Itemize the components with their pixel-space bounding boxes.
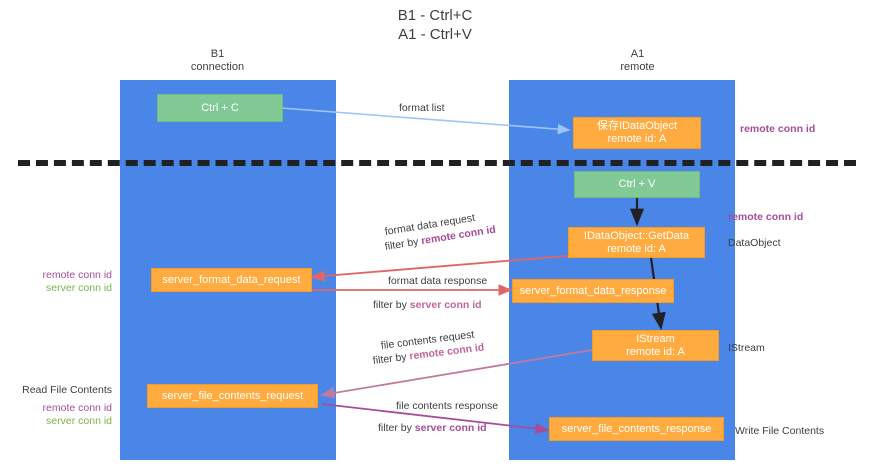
node-save-idataobject[interactable]: 保存IDataObject remote id: A — [573, 117, 701, 149]
annotation-left-conn-ids-2: remote conn id server conn id — [0, 402, 112, 428]
column-header-b1-sub: connection — [190, 61, 245, 73]
annotation-right-istream-text: IStream — [728, 342, 765, 354]
edge-label-format-data-response-filter: filter by server conn id — [373, 299, 482, 312]
node-ctrl-v[interactable]: Ctrl + V — [574, 171, 700, 198]
node-server-format-data-response[interactable]: server_format_data_response — [512, 279, 674, 303]
annotation-right-remote-conn-id-top: remote conn id — [740, 123, 815, 136]
node-ctrl-c-label: Ctrl + C — [201, 101, 239, 114]
node-server-file-contents-request-label: server_file_contents_request — [161, 389, 304, 402]
diagram-title-line1: B1 - Ctrl+C — [397, 7, 473, 24]
node-ctrl-c[interactable]: Ctrl + C — [157, 94, 283, 122]
node-istream-label: IStream — [636, 332, 675, 345]
annotation-left-server-conn-id: server conn id — [46, 282, 112, 294]
edge-label-file-contents-response-text: file contents response — [396, 400, 499, 412]
node-idataobject-getdata-label: IDataObject::GetData — [583, 229, 690, 242]
node-save-idataobject-remote-id: remote id: A — [607, 133, 667, 145]
edge-label-format-list: format list — [399, 102, 445, 115]
edge-format-data-request — [310, 254, 579, 282]
annotation-left-conn-ids: remote conn id server conn id — [0, 269, 112, 295]
annotation-right-istream: IStream — [728, 342, 765, 355]
edge-label-format-data-response-filter-prefix: filter by — [373, 299, 410, 311]
phase-divider — [18, 160, 856, 166]
column-header-b1: B1 connection — [140, 48, 295, 74]
edge-label-file-contents-response: file contents response — [396, 400, 498, 413]
node-server-format-data-request-label: server_format_data_request — [162, 273, 301, 286]
diagram-title-line2: A1 - Ctrl+V — [398, 26, 472, 43]
column-header-a1-name: A1 — [630, 48, 645, 60]
node-istream[interactable]: IStream remote id: A — [592, 330, 719, 361]
annotation-right-write-file-contents-text: Write File Contents — [735, 425, 825, 437]
annotation-right-dataobject: DataObject — [728, 237, 781, 250]
edge-label-format-list-text: format list — [399, 102, 445, 114]
annotation-left-read-file-contents-block: Read File Contents — [0, 384, 112, 397]
annotation-right-remote-conn-id-mid: remote conn id — [728, 211, 803, 224]
annotation-right-remote-conn-id-top-text: remote conn id — [740, 123, 816, 135]
node-ctrl-v-label: Ctrl + V — [618, 178, 656, 190]
annotation-left-remote-conn-id: remote conn id — [42, 269, 112, 281]
column-header-b1-name: B1 — [210, 48, 225, 60]
node-server-format-data-response-label: server_format_data_response — [519, 284, 667, 297]
annotation-left-read-file-contents: Read File Contents — [22, 384, 112, 396]
edge-label-format-data-response-text: format data response — [388, 275, 488, 287]
annotation-left-server-conn-id-2: server conn id — [46, 415, 112, 427]
edge-label-format-data-response-filter-key: server conn id — [409, 299, 482, 311]
node-save-idataobject-label: 保存IDataObject — [596, 120, 678, 132]
edge-format-list — [280, 107, 571, 135]
edge-file-contents-request — [320, 349, 593, 399]
node-server-file-contents-response-label: server_file_contents_response — [561, 422, 712, 435]
edge-file-contents-response — [321, 403, 550, 435]
column-header-a1: A1 remote — [560, 48, 715, 74]
annotation-right-write-file-contents: Write File Contents — [735, 425, 824, 438]
annotation-right-remote-conn-id-mid-text: remote conn id — [728, 211, 804, 223]
annotation-left-remote-conn-id-2: remote conn id — [42, 402, 112, 414]
node-server-file-contents-response[interactable]: server_file_contents_response — [549, 417, 724, 441]
edge-label-format-data-response: format data response — [388, 275, 487, 288]
column-header-a1-sub: remote — [620, 61, 655, 73]
diagram-title: B1 - Ctrl+C A1 - Ctrl+V — [335, 6, 535, 44]
node-server-file-contents-request[interactable]: server_file_contents_request — [147, 384, 318, 408]
edge-label-file-contents-response-filter: filter by server conn id — [378, 422, 487, 435]
node-idataobject-getdata[interactable]: IDataObject::GetData remote id: A — [568, 227, 705, 258]
annotation-right-dataobject-text: DataObject — [728, 237, 781, 249]
edge-label-file-contents-response-filter-key: server conn id — [414, 422, 487, 434]
node-server-format-data-request[interactable]: server_format_data_request — [151, 268, 312, 292]
node-istream-remote-id: remote id: A — [626, 345, 685, 358]
edge-label-file-contents-response-filter-prefix: filter by — [378, 422, 415, 434]
node-idataobject-getdata-remote-id: remote id: A — [607, 242, 666, 255]
